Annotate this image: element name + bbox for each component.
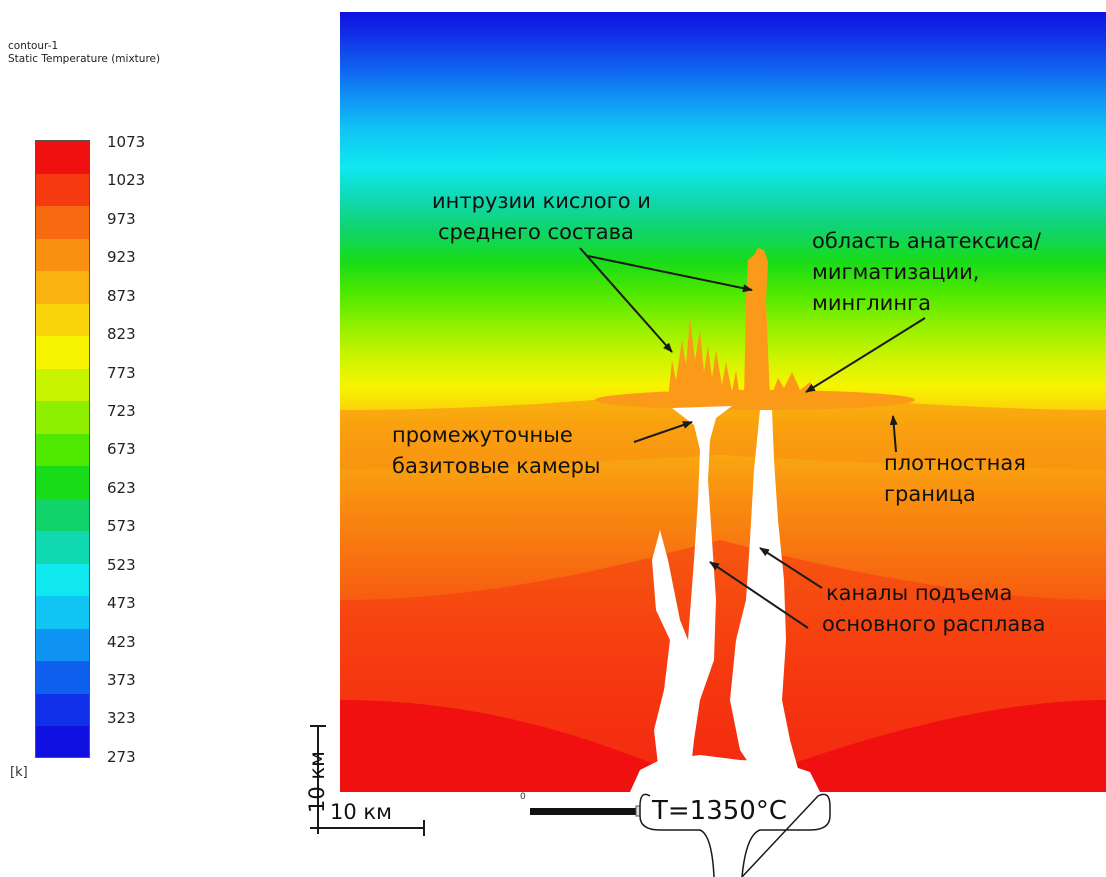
arrow-intrusion-left	[579, 247, 673, 353]
colorbar-band	[36, 238, 89, 273]
unit-label: [k]	[10, 765, 28, 780]
colorbar-band	[36, 726, 89, 757]
scale-bars	[310, 725, 425, 836]
label-channels: каналы подъема основного расплава	[822, 581, 1046, 636]
legend-header: contour-1 Static Temperature (mixture)	[8, 40, 160, 66]
quantity-name: Static Temperature (mixture)	[8, 53, 161, 65]
arrow-density	[889, 415, 898, 453]
arrow-channel-left	[709, 561, 809, 629]
colorbar-band	[36, 336, 89, 370]
annotation-arrows	[579, 247, 926, 629]
origin-label: 0	[520, 792, 526, 802]
source-temperature-label: T=1350°C	[652, 796, 787, 826]
colorbar-tick-label: 723	[107, 402, 136, 421]
colorbar-band	[36, 141, 89, 175]
colorbar-band	[36, 466, 89, 500]
colorbar-band	[36, 206, 89, 240]
label-anatexis: область анатексиса/ мигматизации, мингли…	[812, 229, 1041, 315]
colorbar-band	[36, 173, 89, 208]
scale-vertical-label: 10 км	[304, 751, 329, 813]
scale-horizontal-label: 10 км	[330, 800, 392, 824]
colorbar-tick-label: 1073	[107, 133, 146, 151]
arrow-anatexis	[805, 317, 926, 393]
colorbar-tick-label: 873	[107, 286, 136, 305]
colorbar-band	[36, 628, 89, 663]
arrow-channel-right	[759, 547, 823, 589]
colorbar-tick-label: 1023	[107, 171, 146, 190]
colorbar-tick-label: 923	[107, 248, 136, 267]
field-bands	[340, 12, 1106, 792]
colorbar-band	[36, 368, 89, 403]
contour-name: contour-1	[8, 40, 59, 52]
colorbar-band	[36, 498, 89, 533]
source-cartouche	[639, 793, 831, 877]
colorbar-band	[36, 433, 89, 468]
colorbar-tick-label: 523	[107, 555, 136, 574]
colorbar-tick-label: 373	[107, 671, 136, 690]
label-chambers: промежуточные базитовые камеры	[392, 423, 601, 478]
label-density: плотностная граница	[884, 451, 1026, 506]
colorbar-band	[36, 531, 89, 565]
arrow-intrusion-right	[587, 255, 753, 293]
colorbar	[35, 140, 90, 758]
colorbar-band	[36, 303, 89, 338]
colorbar-tick-label: 473	[107, 594, 136, 613]
colorbar-band	[36, 596, 89, 630]
plume-channels	[630, 406, 820, 792]
arrow-chambers	[633, 421, 693, 443]
source-bar	[530, 808, 640, 815]
colorbar-band	[36, 401, 89, 435]
colorbar-band	[36, 563, 89, 598]
colorbar-tick-label: 623	[107, 478, 136, 497]
colorbar-tick-label: 273	[107, 747, 136, 766]
colorbar-tick-label: 423	[107, 632, 136, 651]
colorbar-tick-label: 823	[107, 325, 136, 344]
colorbar-tick-label: 773	[107, 363, 136, 382]
colorbar-tick-label: 323	[107, 709, 136, 728]
colorbar-tick-label: 573	[107, 517, 136, 536]
colorbar-band	[36, 661, 89, 695]
colorbar-tick-label: 673	[107, 440, 136, 459]
colorbar-tick-label: 973	[107, 209, 136, 228]
colorbar-band	[36, 271, 89, 305]
colorbar-band	[36, 693, 89, 728]
label-intrusions: интрузии кислого и среднего состава	[432, 189, 651, 244]
